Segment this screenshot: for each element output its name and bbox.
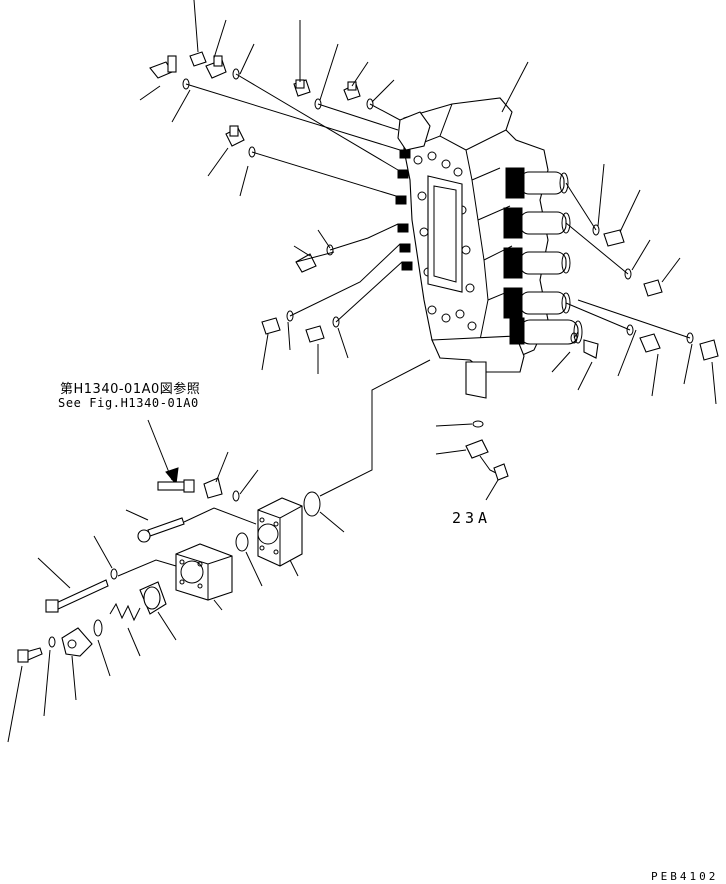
assembly-lines — [185, 73, 691, 497]
callout-label: 23A — [452, 509, 492, 527]
leader-lines — [139, 0, 717, 405]
lower-exploded-assembly — [7, 419, 345, 743]
valve-left-ports — [395, 149, 413, 271]
figure-reference-english: See Fig.H1340-01A0 — [58, 396, 199, 410]
drawing-number: PEB4102 — [651, 870, 719, 883]
figure-reference-japanese: 第H1340-01A0図参照 — [60, 382, 201, 397]
fitting-23a — [435, 420, 509, 501]
control-valve-body — [397, 97, 549, 399]
solenoid-valves — [503, 167, 583, 345]
elbow-fittings — [149, 51, 719, 361]
